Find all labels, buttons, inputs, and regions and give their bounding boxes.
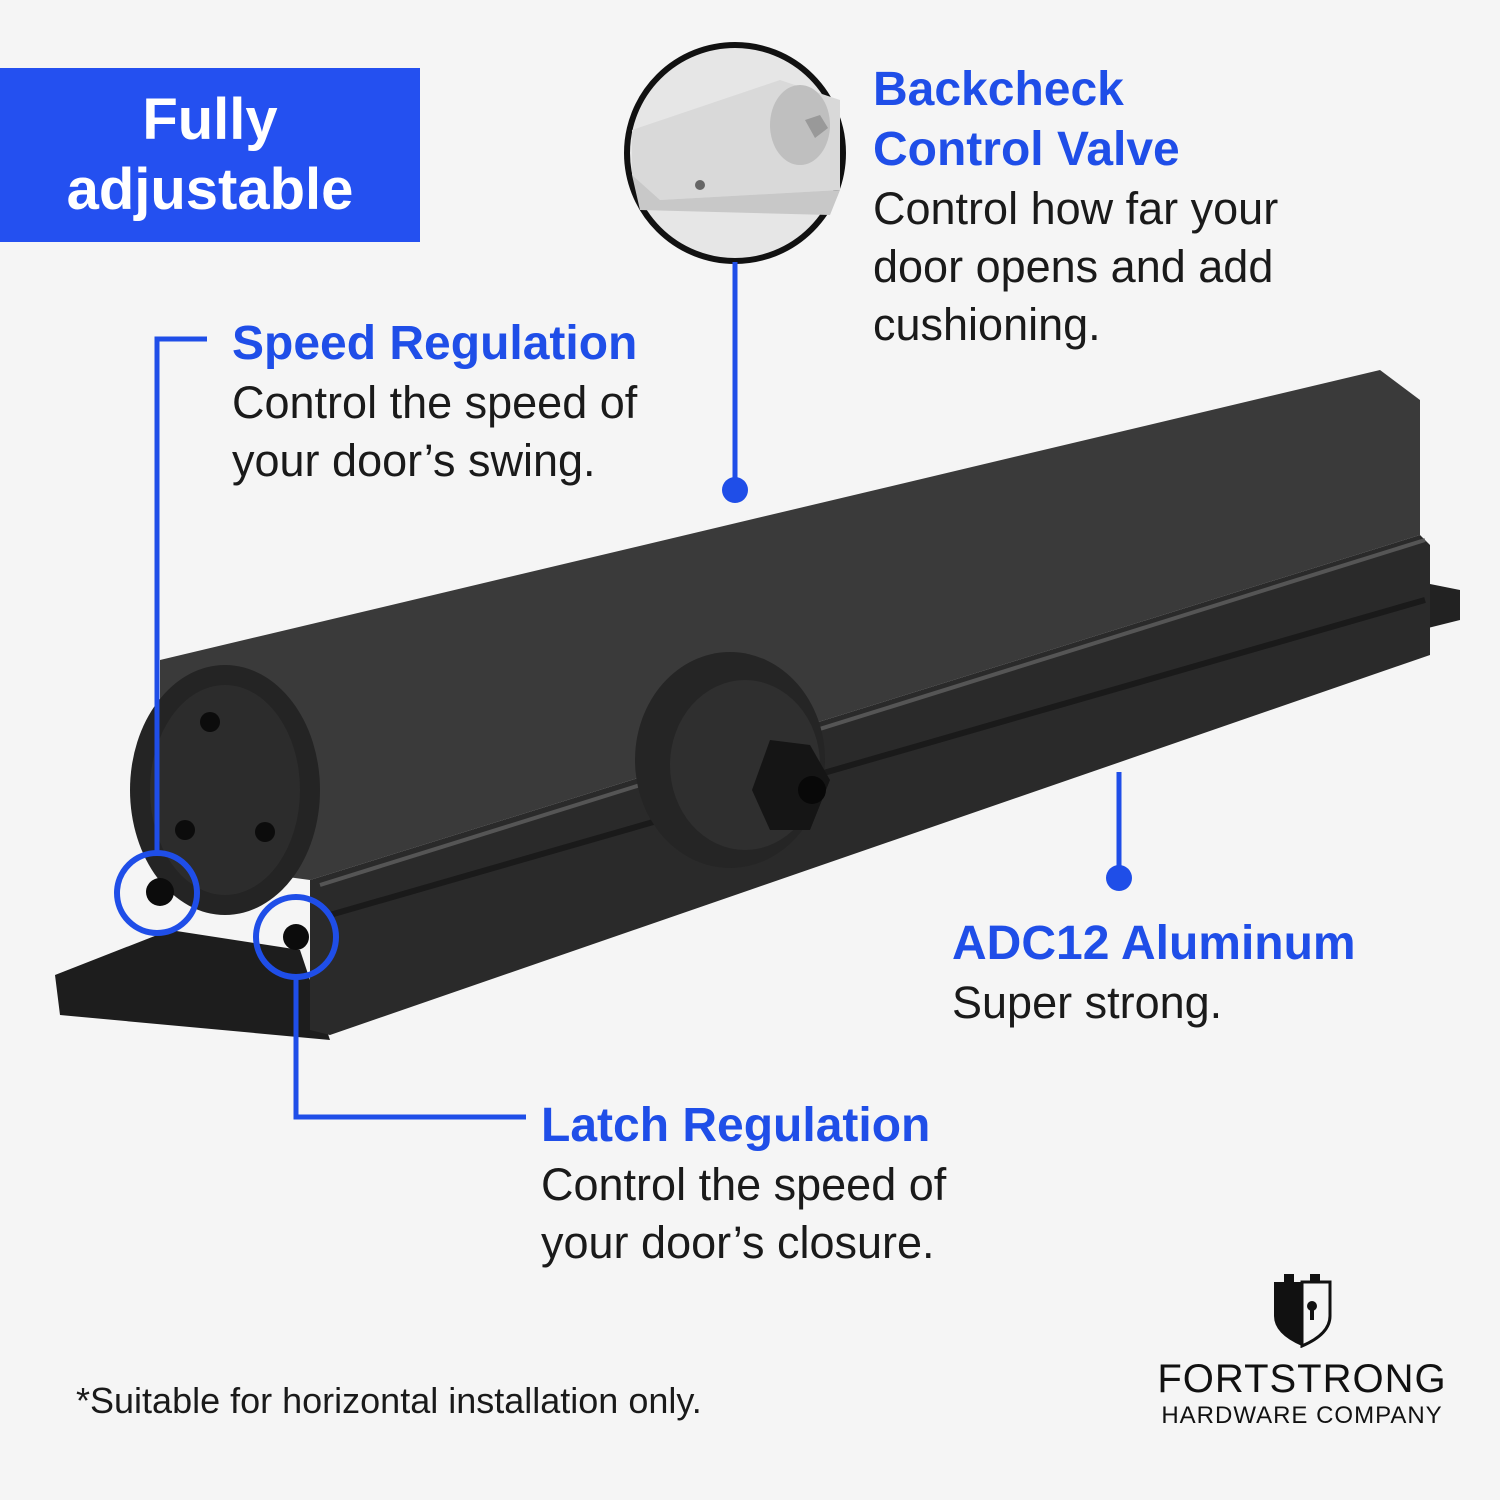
latch-callout-line: [293, 978, 526, 1120]
feature-description-line: your door’s closure.: [541, 1217, 935, 1268]
badge-line-2: adjustable: [66, 157, 354, 222]
feature-title: Latch Regulation: [541, 1099, 931, 1152]
feature-title: Speed Regulation: [232, 317, 638, 370]
feature-adc12-aluminum: ADC12 Aluminum Super strong.: [952, 914, 1472, 1032]
fully-adjustable-badge: Fully adjustable: [0, 68, 420, 242]
pinion-nut: [752, 740, 830, 830]
feature-description-line: Control how far your: [873, 183, 1279, 234]
feature-description-line: door opens and add: [873, 241, 1274, 292]
adc-callout-dot: [1106, 865, 1132, 891]
brand-name: FORTSTRONG: [1157, 1357, 1447, 1401]
callout-lines: [114, 262, 1122, 1120]
badge-line-1: Fully: [142, 87, 278, 152]
feature-description-line: Control the speed of: [232, 377, 638, 428]
brand-logo: FORTSTRONG HARDWARE COMPANY: [1120, 1268, 1484, 1430]
backcheck-valve-inset: [624, 42, 846, 264]
door-closer-body-front: [310, 535, 1430, 1035]
feature-title: ADC12 Aluminum: [952, 917, 1356, 970]
shield-keyhole-icon: [1274, 1274, 1332, 1348]
feature-description-line: Control the speed of: [541, 1159, 947, 1210]
feature-title: Backcheck: [873, 63, 1124, 116]
backcheck-callout-dot: [722, 477, 748, 503]
speed-callout-line: [154, 336, 207, 855]
brand-subtitle: HARDWARE COMPANY: [1161, 1402, 1443, 1429]
feature-description-line: Super strong.: [952, 977, 1223, 1028]
feature-description-line: your door’s swing.: [232, 435, 596, 486]
feature-latch-regulation: Latch Regulation Control the speed of yo…: [541, 1096, 1101, 1272]
latch-valve-highlight: [253, 894, 339, 980]
door-closer-body-top: [160, 370, 1420, 880]
feature-backcheck-control-valve: Backcheck Control Valve Control how far …: [873, 60, 1393, 354]
feature-speed-regulation: Speed Regulation Control the speed of yo…: [232, 314, 792, 490]
feature-title: Control Valve: [873, 123, 1180, 176]
speed-valve-highlight: [114, 850, 200, 936]
feature-description-line: cushioning.: [873, 299, 1101, 350]
installation-footnote: *Suitable for horizontal installation on…: [76, 1380, 702, 1421]
